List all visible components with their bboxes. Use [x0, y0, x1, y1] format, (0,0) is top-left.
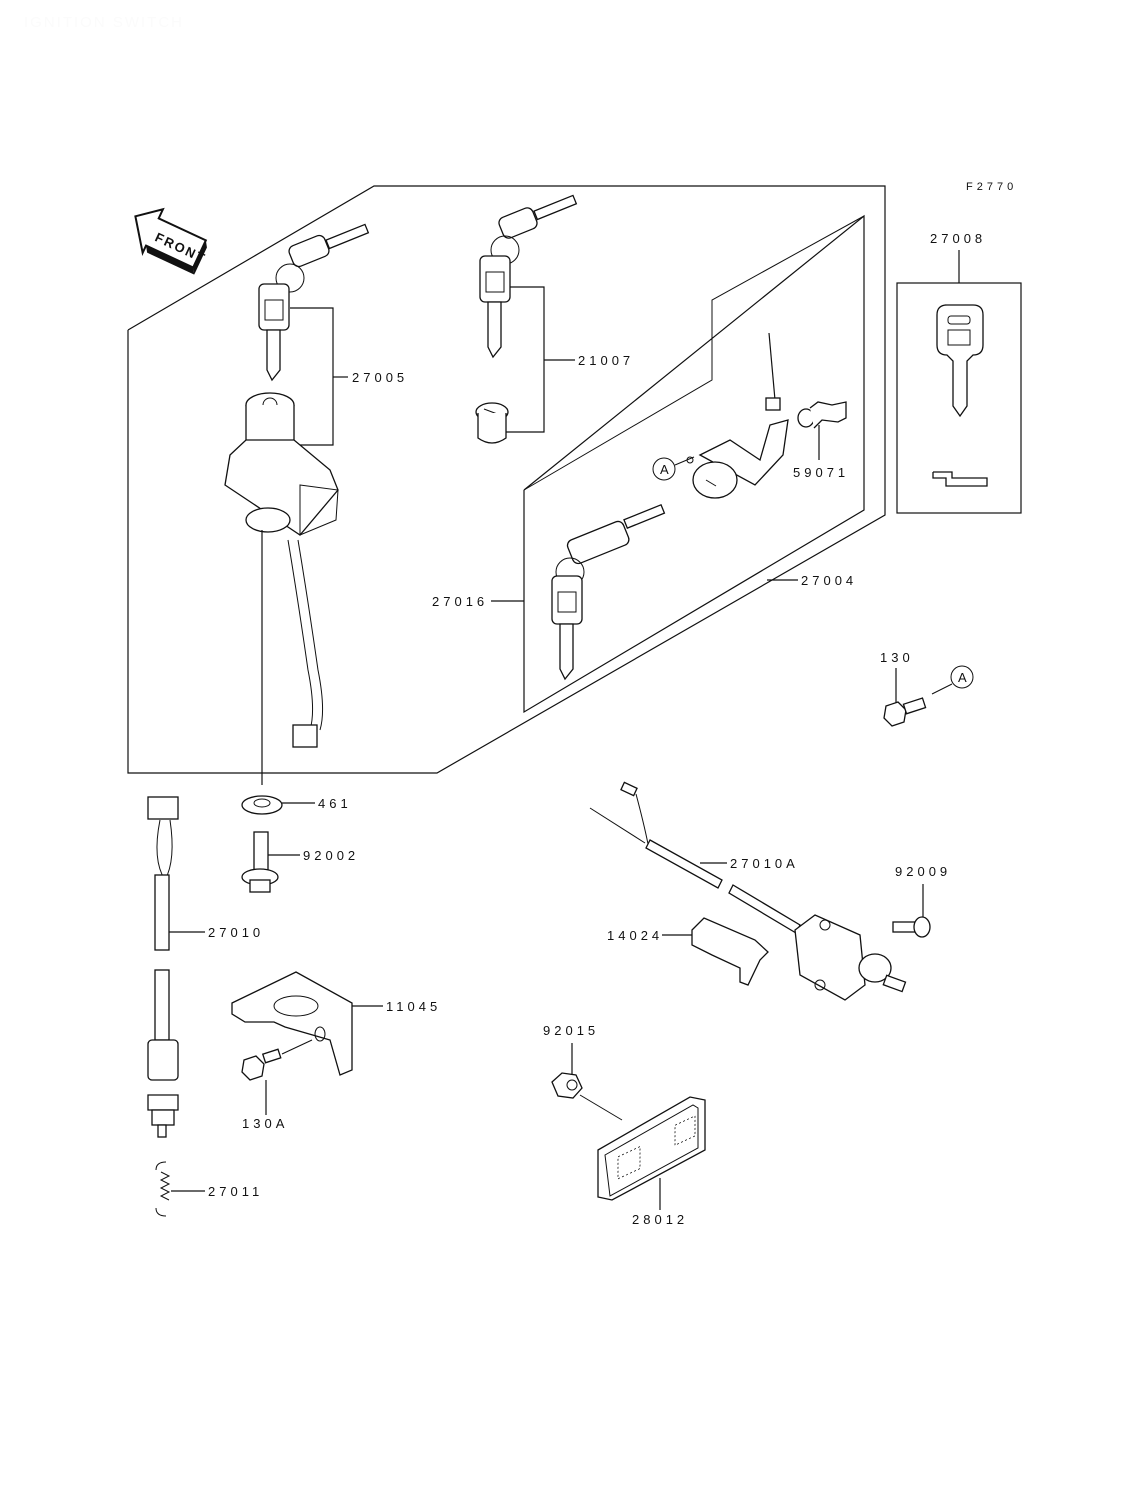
callout-92009: 92009	[895, 864, 951, 879]
front-arrow-icon: FRONT	[134, 207, 209, 275]
callout-27011: 27011	[208, 1184, 263, 1199]
group-frame-outer	[127, 185, 886, 774]
callout-28012: 28012	[632, 1212, 688, 1227]
ref-a-label-1: A	[660, 462, 669, 477]
callout-21007: 21007	[578, 353, 634, 368]
bolt-130a	[241, 1048, 282, 1081]
seat-lock-cylinder	[475, 402, 509, 444]
bracket-11045	[231, 971, 353, 1076]
cover-14024	[691, 917, 769, 986]
reflector-28012	[597, 1096, 706, 1201]
callout-27016: 27016	[432, 594, 488, 609]
key-set-27005	[258, 223, 370, 382]
key-set-27016	[551, 503, 666, 681]
switch-lead-27010	[147, 796, 179, 1138]
callout-27005: 27005	[352, 370, 408, 385]
callout-461: 461	[318, 796, 352, 811]
callout-11045: 11045	[386, 999, 441, 1014]
key-set-21007	[479, 194, 578, 359]
screw-92009	[892, 916, 931, 938]
spring-27011	[155, 1161, 171, 1217]
callout-27004: 27004	[801, 573, 857, 588]
bolt-130	[883, 697, 927, 727]
callout-27010: 27010	[208, 925, 264, 940]
callout-92002: 92002	[303, 848, 359, 863]
ignition-switch	[224, 392, 339, 748]
reference-marker-a	[652, 457, 676, 481]
callout-130a: 130A	[242, 1116, 288, 1131]
callout-59071: 59071	[793, 465, 849, 480]
callout-27010a: 27010A	[730, 856, 799, 871]
callout-27008: 27008	[930, 231, 986, 246]
lock-clip-59071	[797, 401, 847, 429]
figure-code: F2770	[966, 181, 1017, 193]
neutral-switch	[794, 914, 907, 1001]
ref-a-label-2: A	[958, 670, 967, 685]
switch-lead-27010a	[589, 781, 801, 934]
bolt-92002	[241, 831, 279, 893]
group-frame-27016	[523, 215, 865, 491]
lock-assembly-27004	[686, 332, 789, 499]
nut-92015	[551, 1072, 583, 1099]
reference-marker-a	[950, 665, 974, 689]
blank-key-27008	[932, 304, 988, 487]
group-frame-27004	[523, 214, 865, 714]
washer-461	[241, 795, 283, 815]
callout-130: 130	[880, 650, 914, 665]
callout-92015: 92015	[543, 1023, 599, 1038]
page-title: IGNITION SWITCH	[24, 14, 184, 31]
callout-14024: 14024	[607, 928, 663, 943]
